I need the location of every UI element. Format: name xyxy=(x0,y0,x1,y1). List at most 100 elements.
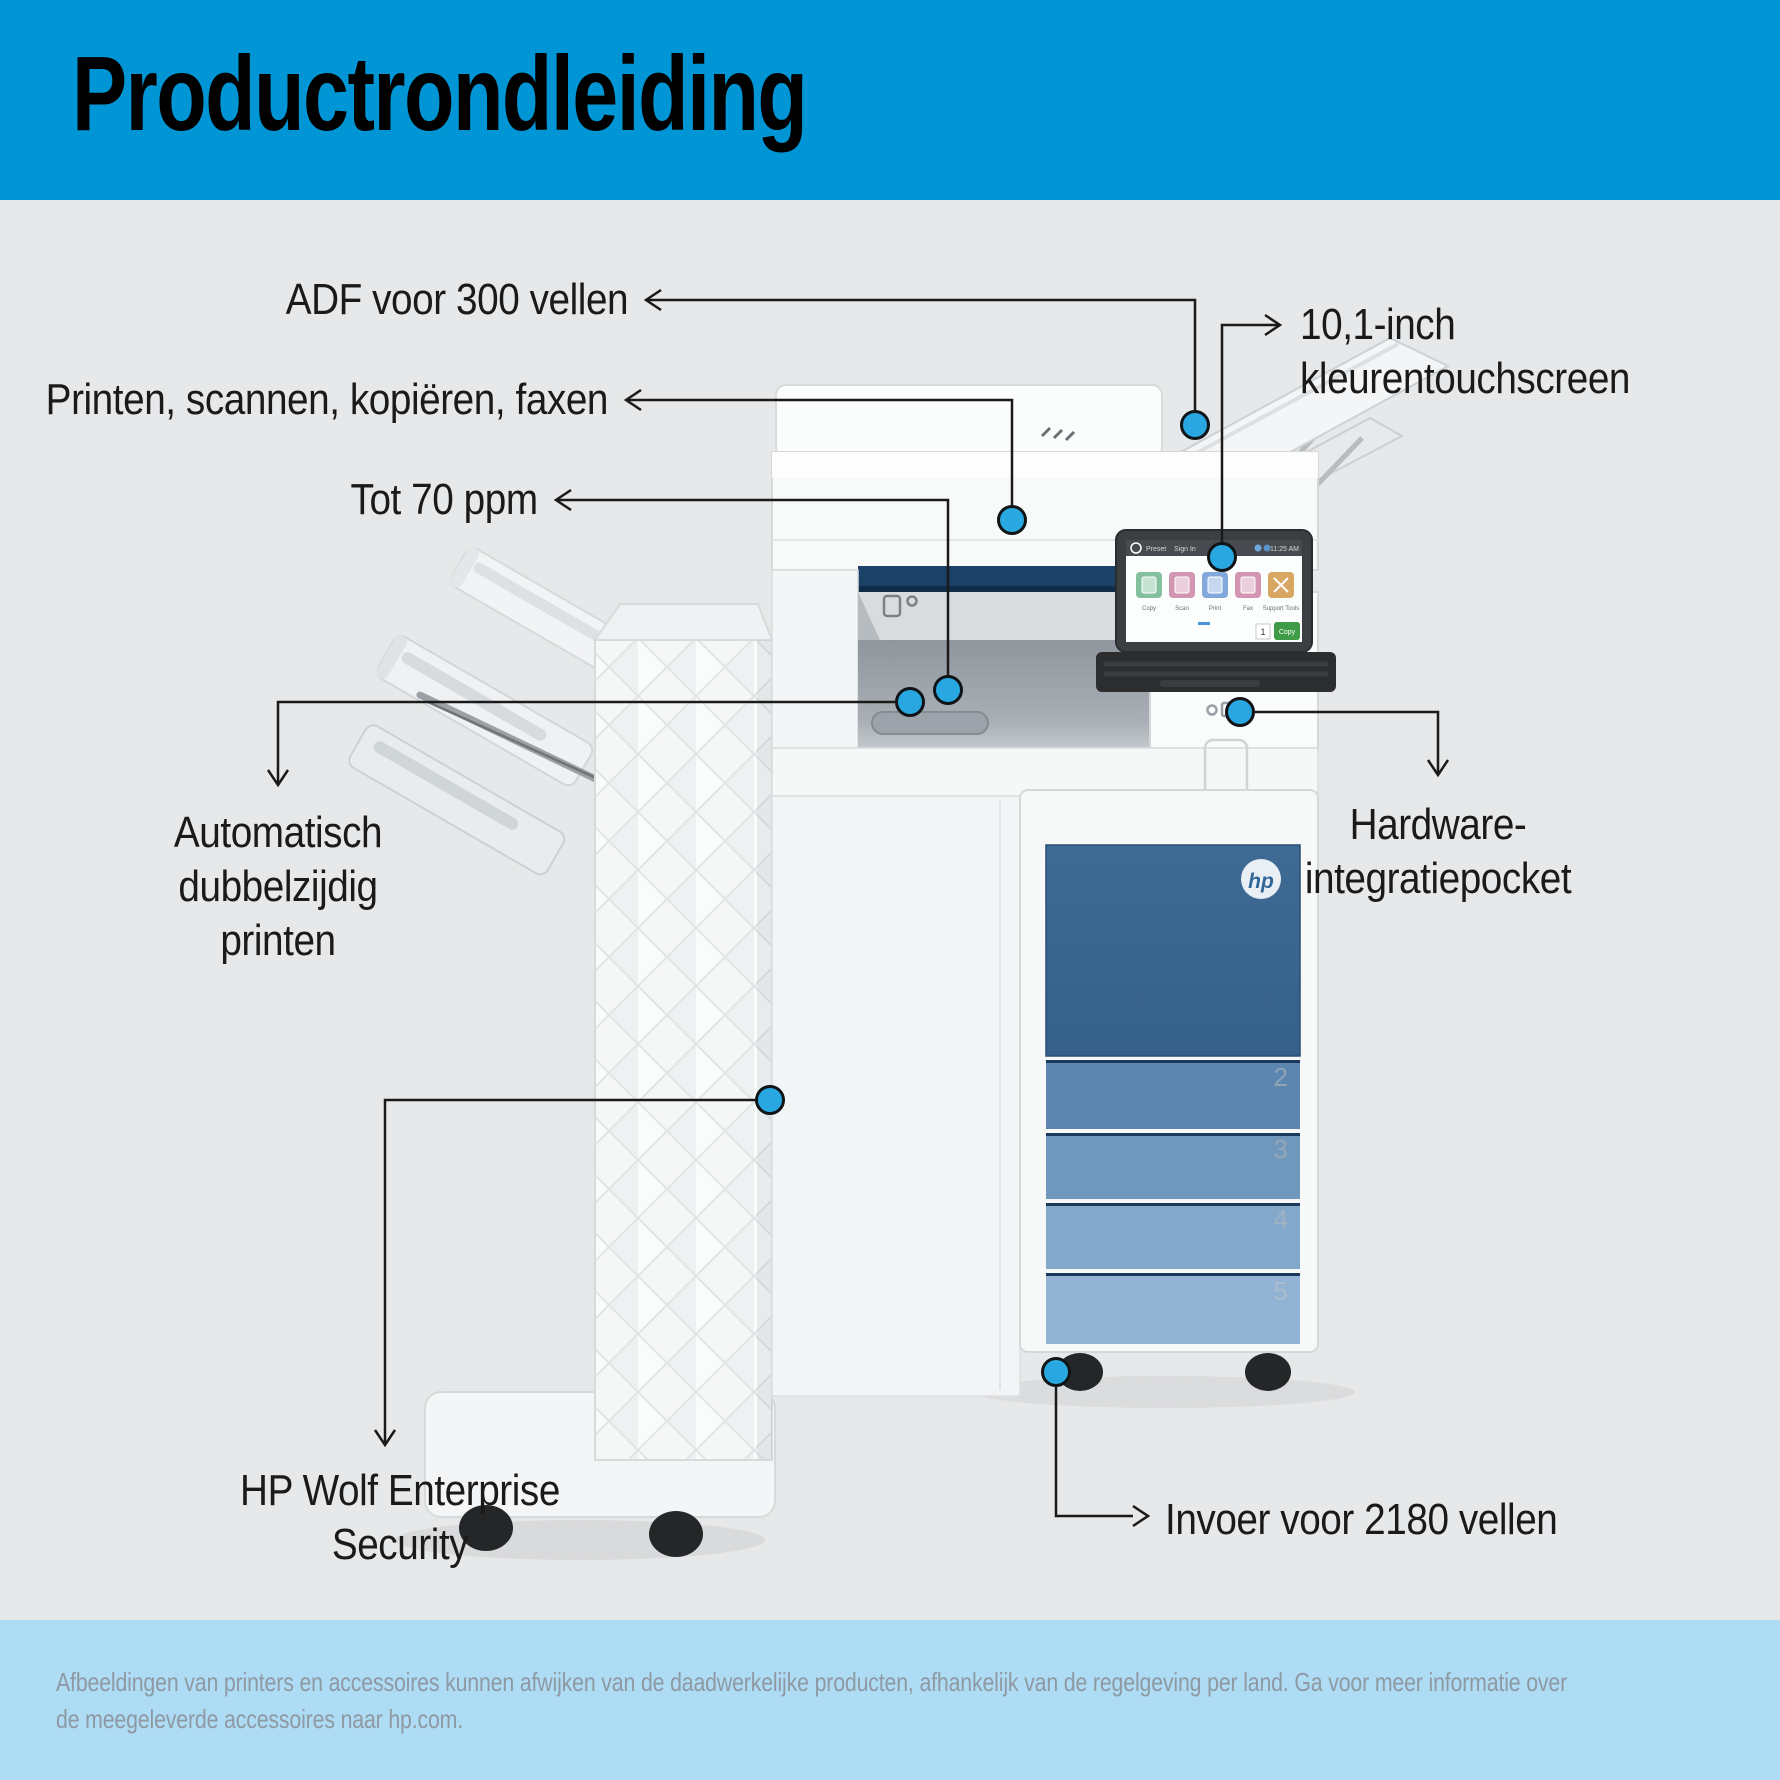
callout-duplex-line1: Automatisch xyxy=(173,808,383,857)
output-slot-shadow xyxy=(858,586,1150,592)
callout-adf: ADF voor 300 vellen xyxy=(239,273,629,327)
screen-hp-logo-icon xyxy=(1130,542,1142,554)
footer-band: Afbeeldingen van printers en accessoires… xyxy=(0,1620,1780,1780)
callout-duplex-line2: dubbelzijdig xyxy=(178,862,378,911)
touchscreen-line xyxy=(1220,323,1280,544)
speed-hotspot-dot xyxy=(933,675,963,705)
screen-menu-left: Preset xyxy=(1146,546,1166,553)
security-arrow-icon xyxy=(373,1429,397,1448)
finisher-wheel-right xyxy=(649,1511,703,1557)
adf-arrow-icon xyxy=(643,288,662,312)
cavity-slope-left xyxy=(858,592,880,640)
adf-line xyxy=(646,298,1197,412)
tray-5-number: 5 xyxy=(1274,1276,1288,1306)
adf-lid xyxy=(775,384,1163,458)
screen-pagination xyxy=(1198,622,1210,625)
cabinet-wheel-right xyxy=(1245,1353,1291,1391)
cavity-bracket-icon xyxy=(882,594,902,618)
callout-duplex-line3: printen xyxy=(220,916,336,965)
screen-status-icon-1 xyxy=(1254,544,1262,552)
footer-disclaimer-line1: Afbeeldingen van printers en accessoires… xyxy=(56,1667,1568,1697)
page-title: Productrondleiding xyxy=(72,35,808,153)
callout-security-line1: HP Wolf Enterprise xyxy=(240,1466,560,1515)
hotspot-dots xyxy=(755,410,1255,1387)
left-cheek-panel xyxy=(771,569,859,749)
support-tools-glyph xyxy=(1273,577,1289,593)
tray-4-number: 4 xyxy=(1274,1204,1288,1234)
tray3-shadow-line xyxy=(1046,1133,1300,1137)
footer-disclaimer-line2: de meegeleverde accessoires naar hp.com. xyxy=(56,1704,464,1734)
body-left-column xyxy=(771,795,1021,1397)
functions-line xyxy=(626,398,1014,507)
fax-glyph xyxy=(1240,576,1256,594)
screen-copies-value: 1 xyxy=(1260,627,1265,637)
cavity-slope xyxy=(858,592,1150,640)
tray-2-number: 2 xyxy=(1274,1062,1288,1092)
feeder-tray-groove xyxy=(1179,342,1399,464)
callout-hip-line1: Hardware- xyxy=(1349,800,1527,849)
hp-logo xyxy=(1241,859,1281,899)
adf-paper-marks-icon xyxy=(1040,426,1076,442)
input-hotspot-dot xyxy=(1041,1357,1071,1387)
hip-arrow-icon xyxy=(1426,759,1450,778)
finisher-stapler-arm-edge xyxy=(426,700,598,780)
screen-tile-label-copy: Copy xyxy=(1142,606,1156,612)
security-line xyxy=(383,1098,757,1445)
tray5-shadow-line xyxy=(1046,1273,1300,1277)
finisher-tower-front xyxy=(594,639,773,1461)
callout-touchscreen-line1: 10,1-inch xyxy=(1300,300,1456,349)
input-arrow-icon xyxy=(1132,1504,1151,1528)
hip-hotspot-dot xyxy=(1225,697,1255,727)
adf-hotspot-dot xyxy=(1180,410,1210,440)
touchscreen-hotspot-dot xyxy=(1207,542,1237,572)
tray-2 xyxy=(1046,1063,1300,1129)
cabinet-floor-shadow xyxy=(975,1376,1355,1408)
functions-arrow-icon xyxy=(623,388,642,412)
screen-time: 11:25 AM xyxy=(1270,546,1299,553)
callout-touchscreen: 10,1-inch kleurentouchscreen xyxy=(1300,298,1675,406)
callout-functions-text: Printen, scannen, kopiëren, faxen xyxy=(45,375,609,424)
hp-logo-text: hp xyxy=(1248,870,1274,893)
speed-line xyxy=(556,498,950,677)
callout-speed-text: Tot 70 ppm xyxy=(350,475,539,524)
screen-copies-box xyxy=(1255,623,1271,640)
screen-tiles xyxy=(1136,572,1294,598)
callout-security-line2: Security xyxy=(331,1520,469,1569)
screen-status-icon-2 xyxy=(1263,544,1271,552)
finisher-output-tray-3 xyxy=(348,724,566,876)
screen-tile-label-print: Print xyxy=(1209,606,1222,612)
print-glyph xyxy=(1207,576,1223,594)
duplex-line xyxy=(276,700,897,785)
callout-security: HP Wolf Enterprise Security xyxy=(218,1464,582,1572)
tray-3 xyxy=(1046,1136,1300,1199)
touchscreen-arrow-icon xyxy=(1264,313,1283,337)
scanner-top-face xyxy=(772,452,1318,478)
screen-menu-right: Sign In xyxy=(1174,546,1196,553)
cabinet-wheel-left xyxy=(1057,1353,1103,1391)
callout-input-text: Invoer voor 2180 vellen xyxy=(1165,1495,1558,1544)
finisher-top-lid xyxy=(593,603,774,641)
speed-arrow-icon xyxy=(553,488,572,512)
keyboard-spacebar xyxy=(1160,680,1260,687)
callout-duplex: Automatisch dubbelzijdig printen xyxy=(160,806,397,968)
tray-3-number: 3 xyxy=(1274,1134,1288,1164)
screen-tile-label-fax: Fax xyxy=(1243,606,1253,612)
copy-glyph xyxy=(1141,576,1157,594)
duplex-hotspot-dot xyxy=(895,687,925,717)
printer-main-unit: hp 2 3 4 5 Preset xyxy=(771,336,1451,1397)
finisher-wheel-left xyxy=(459,1505,513,1551)
screen-tile-label-support: Support Tools xyxy=(1263,606,1300,612)
tray-5 xyxy=(1046,1276,1300,1344)
header-band: Productrondleiding xyxy=(0,0,1780,200)
callout-speed: Tot 70 ppm xyxy=(325,473,539,527)
finisher-unit xyxy=(348,547,776,1557)
screen-tile-label-scan: Scan xyxy=(1175,606,1189,612)
security-hotspot-dot xyxy=(755,1085,785,1115)
callout-touchscreen-line2: kleurentouchscreen xyxy=(1300,354,1631,403)
callout-lines xyxy=(266,288,1450,1528)
input-line xyxy=(1054,1385,1133,1518)
duplex-arrow-icon xyxy=(266,769,290,788)
callout-adf-text: ADF voor 300 vellen xyxy=(285,275,629,324)
mid-band xyxy=(771,747,1319,797)
